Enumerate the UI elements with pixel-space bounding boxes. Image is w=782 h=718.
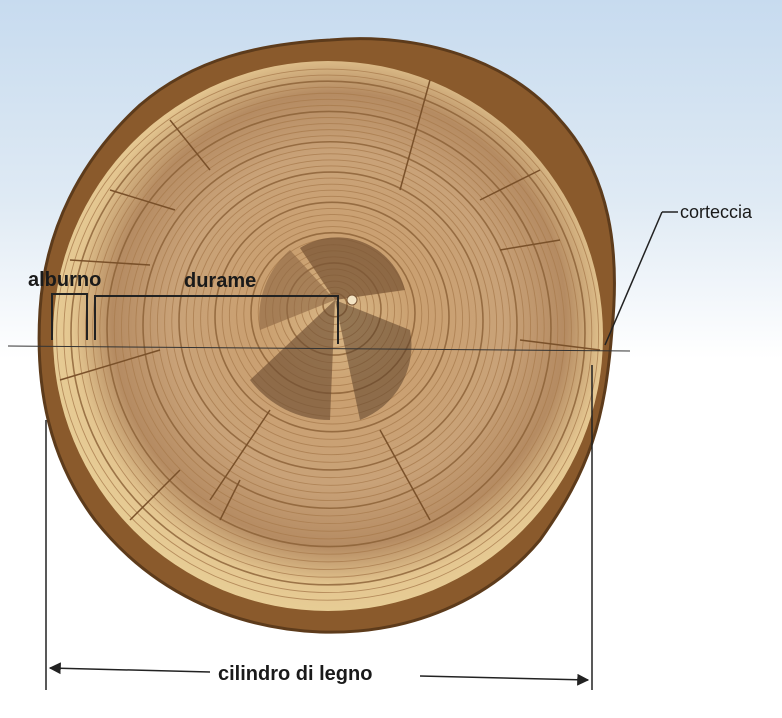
wood-cylinder-label: cilindro di legno (218, 663, 372, 685)
sapwood-label: alburno (28, 269, 101, 291)
bark-label: corteccia (680, 202, 753, 222)
heartwood-label: durame (184, 270, 256, 292)
pith (347, 295, 357, 305)
